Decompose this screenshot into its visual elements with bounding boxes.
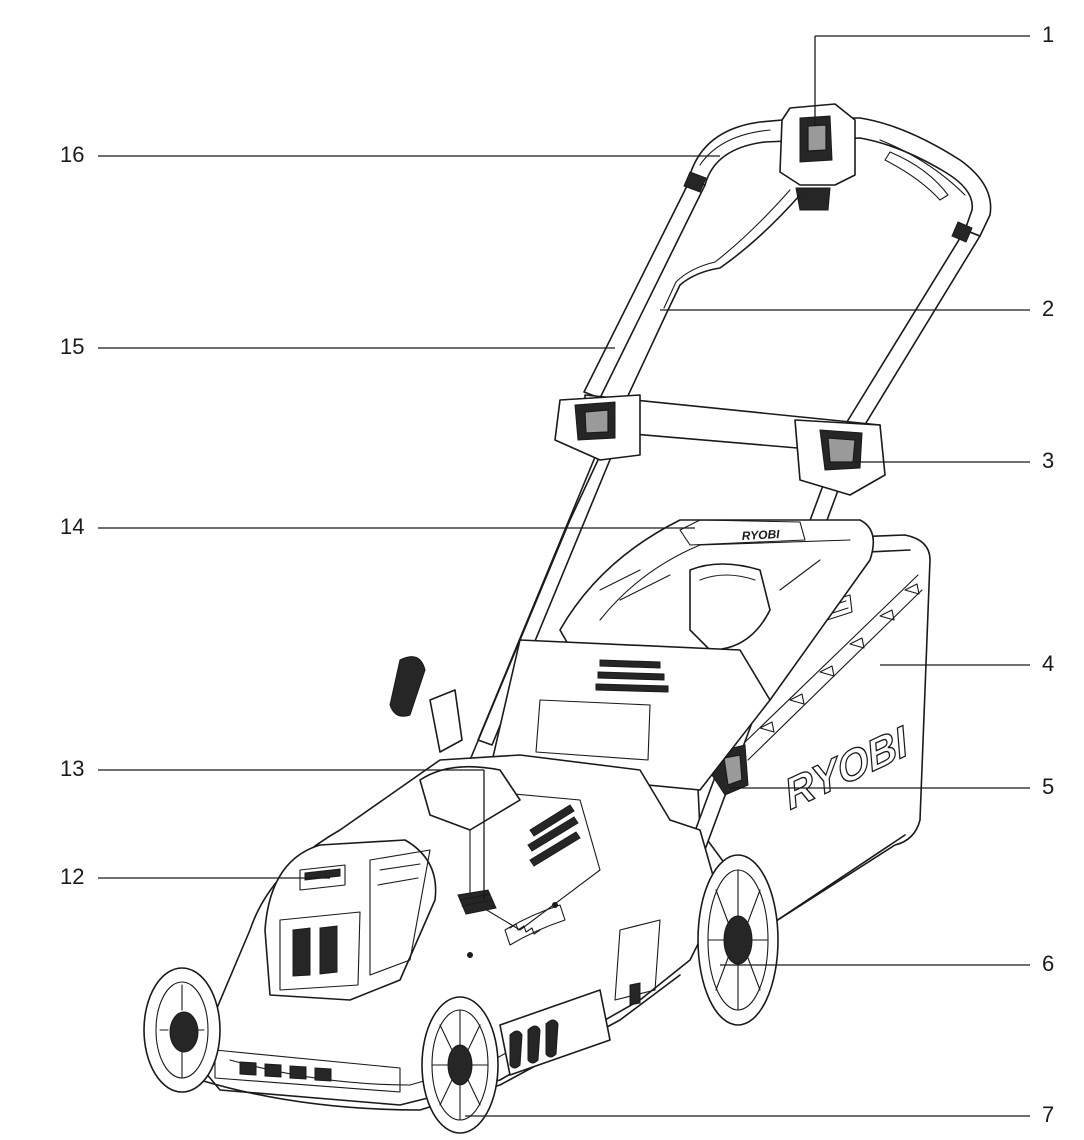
rear-right-wheel — [697, 854, 779, 1026]
callout-7: 7 — [1042, 1102, 1055, 1127]
callout-4: 4 — [1042, 651, 1055, 676]
leader-lines — [98, 35, 1030, 1117]
front-left-wheel — [143, 967, 221, 1093]
callout-12: 12 — [60, 864, 85, 889]
callout-2: 2 — [1042, 296, 1055, 321]
callout-6: 6 — [1042, 951, 1055, 976]
top-logo: RYOBI — [741, 527, 780, 543]
callout-5: 5 — [1042, 774, 1055, 799]
callout-14: 14 — [60, 514, 85, 539]
callout-16: 16 — [60, 142, 85, 167]
front-right-wheel — [421, 996, 499, 1134]
callout-13: 13 — [60, 756, 85, 781]
callout-3: 3 — [1042, 448, 1055, 473]
callout-1: 1 — [1042, 22, 1055, 47]
mower-body: RYOBI — [194, 519, 875, 1111]
callout-15: 15 — [60, 334, 85, 359]
